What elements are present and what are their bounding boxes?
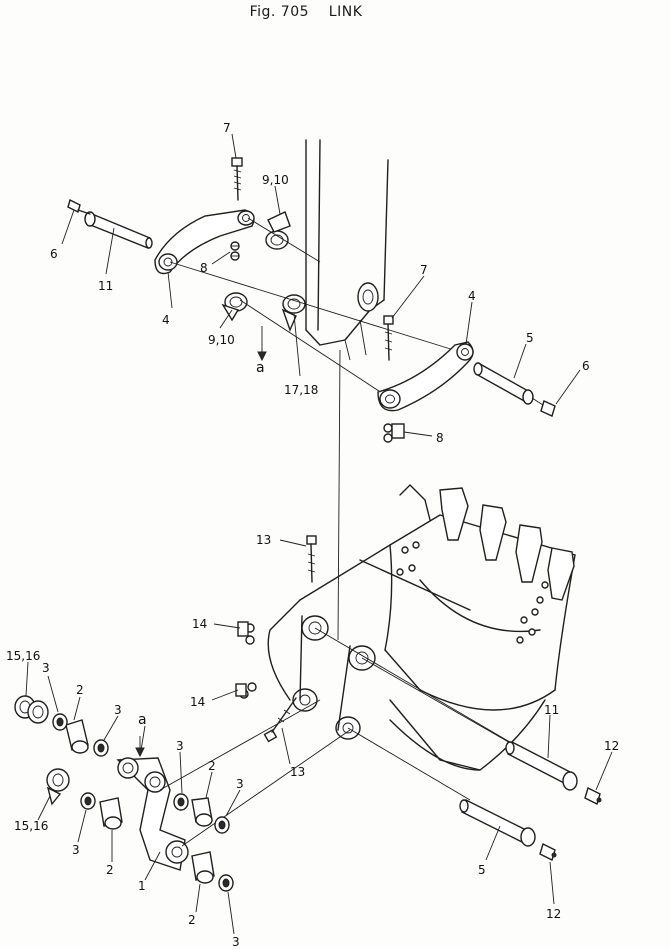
pin-5-upper — [473, 362, 556, 417]
callout-8: 8 — [200, 261, 208, 275]
callout-13: 13 — [256, 533, 271, 547]
callout-2-a: 2 — [76, 683, 84, 697]
shims-15-16-a — [14, 695, 49, 724]
callout-11-lower: 11 — [544, 703, 559, 717]
callout-17-18: 17,18 — [284, 383, 318, 397]
fitting-12-right — [584, 787, 602, 805]
callout-9-10-lower: 9,10 — [208, 333, 235, 347]
callout-15-16: 15,16 — [6, 649, 40, 663]
nut-8-right — [383, 423, 405, 443]
bushing-2-b — [99, 797, 123, 830]
callout-3-e: 3 — [72, 843, 80, 857]
callout-labels: 7 9,10 6 11 8 4 9,10 a 17,18 7 4 5 6 8 1… — [6, 121, 619, 949]
callout-3-a: 3 — [42, 661, 50, 675]
callout-8-right: 8 — [436, 431, 444, 445]
pin-11-upper — [67, 198, 153, 249]
figure-title: Fig. 705 LINK — [249, 4, 363, 20]
nut-14-upper — [237, 621, 255, 645]
callout-9-10: 9,10 — [262, 173, 289, 187]
callout-12: 12 — [604, 739, 619, 753]
shims-15-16-b — [46, 768, 70, 806]
callout-3-d: 3 — [236, 777, 244, 791]
arm-body — [305, 139, 389, 641]
callout-11: 11 — [98, 279, 113, 293]
leader-lines — [25, 133, 613, 935]
link-plate-4-left — [154, 209, 255, 275]
shim-17-18 — [281, 294, 306, 332]
bolt-7-upper — [231, 157, 243, 201]
bolt-13-lower — [263, 697, 297, 743]
link-1 — [116, 757, 189, 871]
callout-6-right: 6 — [582, 359, 590, 373]
callout-4: 4 — [162, 313, 170, 327]
bucket — [267, 484, 576, 771]
callout-6: 6 — [50, 247, 58, 261]
callout-1: 1 — [138, 879, 146, 893]
callout-a: a — [256, 360, 265, 376]
callout-3-c: 3 — [176, 739, 184, 753]
bushing-2-a — [65, 719, 89, 754]
callout-4-right: 4 — [468, 289, 476, 303]
fitting-12-lower — [539, 843, 557, 861]
callout-2-d: 2 — [188, 913, 196, 927]
callout-15-16-lower: 15,16 — [14, 819, 48, 833]
callout-3-b: 3 — [114, 703, 122, 717]
callout-5: 5 — [526, 331, 534, 345]
callout-2-c: 2 — [106, 863, 114, 877]
bolt-13-upper — [306, 535, 317, 583]
pin-5-lower — [459, 799, 536, 847]
nut-14-lower — [235, 682, 257, 699]
callout-14: 14 — [192, 617, 207, 631]
shim-9-10-lower — [221, 292, 248, 322]
callout-2-b: 2 — [208, 759, 216, 773]
callout-12-lower: 12 — [546, 907, 561, 921]
callout-3-f: 3 — [232, 935, 240, 949]
callout-5-lower: 5 — [478, 863, 486, 877]
shim-9-10-upper — [265, 211, 291, 250]
bushing-2-d — [191, 851, 215, 884]
callout-7: 7 — [223, 121, 231, 135]
seals-3 — [52, 713, 234, 892]
callout-a-lower: a — [138, 712, 147, 728]
link-plate-4-right — [377, 341, 474, 412]
callout-14-lower: 14 — [190, 695, 205, 709]
bushing-2-c — [191, 797, 213, 827]
callout-13-lower: 13 — [290, 765, 305, 779]
pin-11-lower — [505, 741, 578, 791]
callout-7-right: 7 — [420, 263, 428, 277]
bolt-7-right — [383, 315, 394, 361]
nut-8-upper — [230, 241, 240, 261]
